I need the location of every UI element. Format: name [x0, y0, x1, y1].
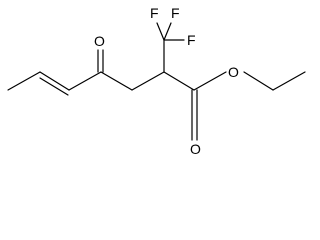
structure-canvas: F F F O O O — [7, 5, 306, 157]
bond-double-c2-c3-b — [39, 77, 69, 96]
bond-methyl-c2 — [7, 71, 41, 91]
bond-c3-c4 — [68, 71, 102, 91]
bond-cf3-f-top-left — [156, 22, 165, 41]
bond-o-single-ethyl — [243, 71, 274, 91]
ester-single-oxygen-label: O — [228, 64, 239, 80]
bond-ester-carbon-o-single — [193, 71, 227, 91]
bond-c4-c5 — [100, 71, 133, 91]
bond-c6-ester-carbon — [163, 71, 195, 91]
ketone-oxygen-label: O — [94, 33, 105, 49]
fluorine-right-label: F — [187, 32, 196, 48]
bond-c5-c6 — [131, 71, 165, 91]
skeletal-formula: F F F O O O — [7, 5, 306, 157]
ester-double-oxygen-label: O — [190, 141, 201, 157]
bond-double-c2-c3-a — [39, 71, 70, 91]
bond-cf3-f-top-mid — [163, 22, 172, 41]
bond-ethyl — [272, 71, 306, 91]
fluorine-top-mid-label: F — [171, 5, 180, 21]
fluorine-top-left-label: F — [150, 5, 159, 21]
